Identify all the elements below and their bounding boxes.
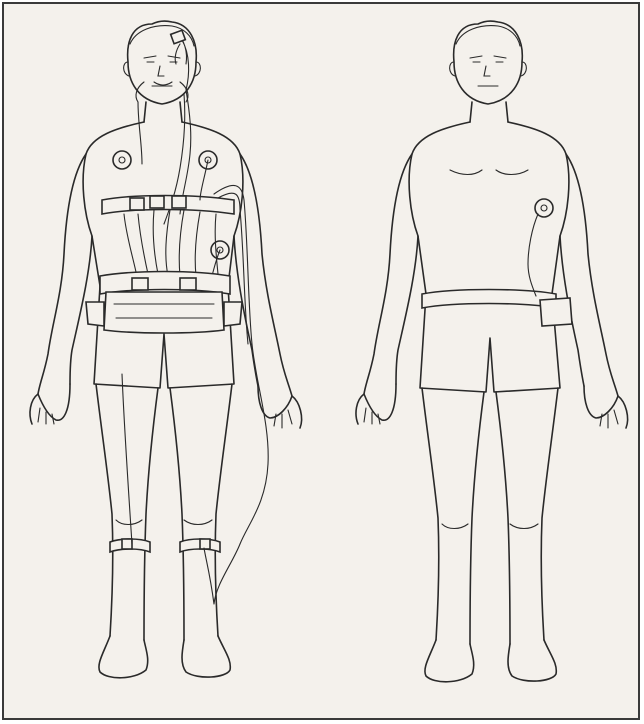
electrode-lead: [528, 214, 538, 296]
abdominal-belt: [100, 272, 230, 295]
left-foot-b: [182, 636, 230, 677]
left-leg-a: [96, 384, 158, 640]
right-foot-a: [425, 640, 474, 682]
right-leg-b: [496, 388, 558, 644]
right-figure: [356, 21, 628, 682]
left-arm-right-side: [38, 154, 86, 394]
left-figure: [30, 21, 302, 678]
right-hand-a: [356, 384, 396, 424]
right-arm-b: [566, 154, 618, 396]
nasal-cannula: [136, 82, 188, 102]
right-hand-b: [584, 386, 628, 428]
right-arm-a: [364, 154, 412, 394]
right-shorts: [420, 294, 560, 392]
polysomnography-illustration: [4, 4, 640, 720]
left-hand-a: [30, 384, 70, 424]
left-foot-a: [99, 636, 148, 678]
waist-recorder: [540, 298, 572, 326]
left-hand-b: [258, 386, 302, 428]
chest-belt: [102, 196, 234, 215]
waist-belt: [422, 290, 556, 309]
left-leg-b: [170, 384, 232, 640]
right-leg-a: [422, 388, 484, 644]
right-foot-b: [508, 640, 556, 681]
recorder-pack: [104, 292, 224, 333]
